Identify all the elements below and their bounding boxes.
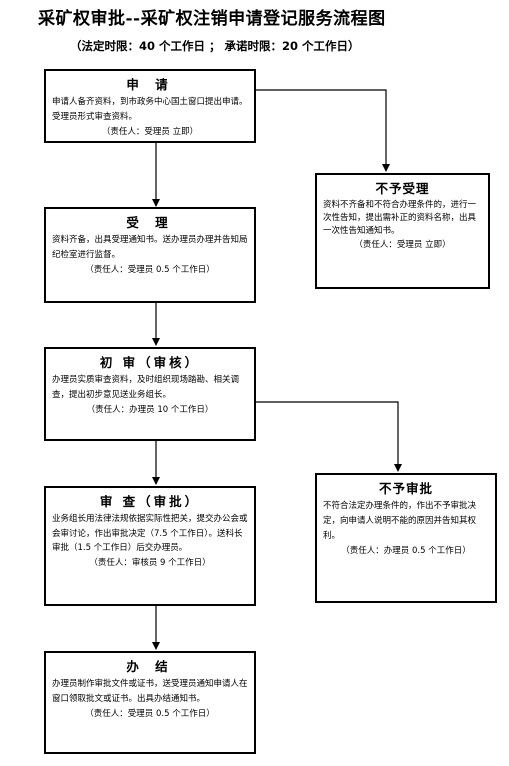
time-limit-subtitle: （法定时限：40 个工作日 ； 承诺时限：20 个工作日） [70,39,360,53]
step-review-responsible: （责任人：审核员 9 个工作日） [89,557,211,568]
step-apply: 申 请 申请人备齐资料，到市政务中心国土窗口提出申请。受理员形式审查资料。 （责… [44,69,256,143]
arrow-apply-to-reject-accept [256,89,390,172]
step-initial-review-responsible: （责任人：办理员 10 个工作日） [86,405,214,415]
step-reject-approve-title: 不予审批 [378,481,433,496]
page-title: 采矿权审批--采矿权注销申请登记服务流程图 [38,9,386,29]
arrow-initial-review-to-reject-approve [256,401,402,472]
step-reject-approve-body: 不符合法定办理条件的，作出不予审批决定，向申请人说明不能的原因并告知其权利。 [323,501,477,541]
step-apply-body: 申请人备齐资料，到市政务中心国土窗口提出申请。受理员形式审查资料。 [52,97,248,122]
step-review-title: 审 查（审批） [99,494,201,509]
step-accept-responsible: （责任人：受理员 0.5 个工作日） [85,265,215,275]
step-initial-review-body: 办理员实质审查资料，及时组织现场踏勘、相关调查，提出初步意见送业务组长。 [52,375,240,400]
step-apply-title: 申 请 [126,77,174,92]
step-reject-approve: 不予审批 不符合法定办理条件的，作出不予审批决定，向申请人说明不能的原因并告知其… [315,473,497,603]
step-reject-accept-body: 资料不齐备和不符合办理条件的，进行一次性告知，提出需补正的资料名称，出具一次性告… [323,200,477,236]
step-accept-body: 资料齐备，出具受理通知书。送办理员办理并告知局纪检室进行监督。 [52,235,248,260]
step-conclude: 办 结 办理员制作审批文件或证书，送受理员通知申请人在窗口领取批文或证书。出具办… [44,651,256,754]
step-reject-accept: 不予受理 资料不齐备和不符合办理条件的，进行一次性告知，提出需补正的资料名称，出… [315,173,490,289]
step-reject-accept-responsible: （责任人：受理员 立即） [354,240,451,250]
step-review-body: 业务组长用法律法规依据实际性把关，提交办公会或会审讨论，作出审批决定（7.5 个… [52,514,248,553]
step-review: 审 查（审批） 业务组长用法律法规依据实际性把关，提交办公会或会审讨论，作出审批… [44,486,256,606]
step-conclude-body: 办理员制作审批文件或证书，送受理员通知申请人在窗口领取批文或证书。出具办结通知书… [52,679,248,704]
step-conclude-title: 办 结 [126,659,174,674]
step-apply-responsible: （责任人：受理员 立即） [101,127,199,137]
step-initial-review: 初 审（审核） 办理员实质审查资料，及时组织现场踏勘、相关调查，提出初步意见送业… [44,347,256,441]
step-reject-accept-title: 不予受理 [375,181,430,196]
step-conclude-responsible: （责任人：受理员 0.5 个工作日） [85,709,215,719]
step-accept: 受 理 资料齐备，出具受理通知书。送办理员办理并告知局纪检室进行监督。 （责任人… [44,207,256,303]
step-reject-approve-responsible: （责任人：办理员 0.5 个工作日） [341,546,471,556]
step-initial-review-title: 初 审（审核） [99,355,201,370]
step-accept-title: 受 理 [126,215,174,230]
